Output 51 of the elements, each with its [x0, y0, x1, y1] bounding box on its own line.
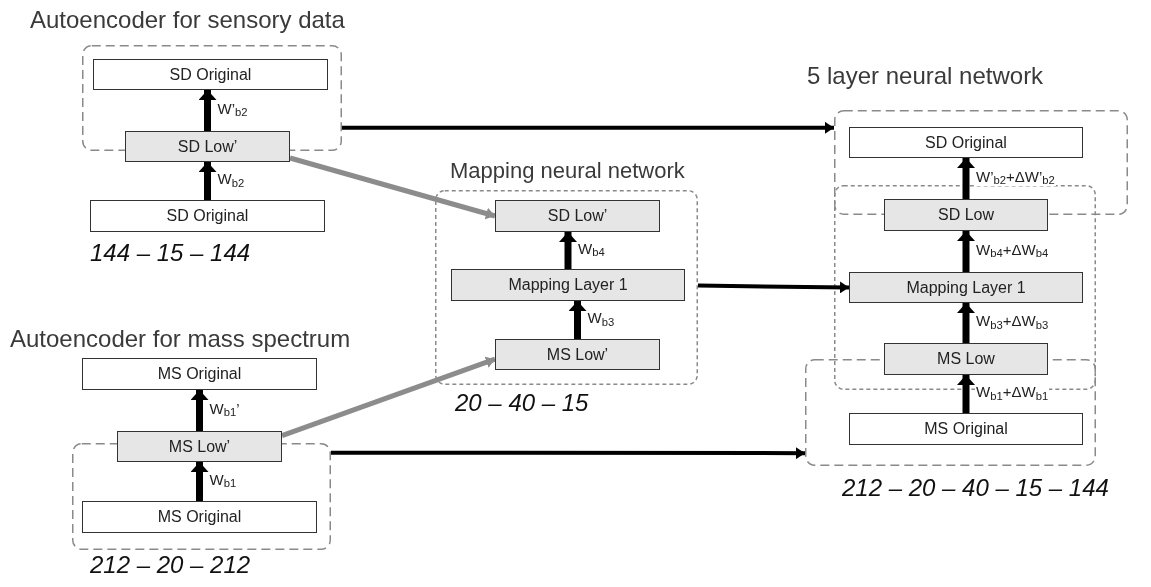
layer-box: [451, 269, 685, 301]
layer-sizes-label: 212 – 20 – 212: [90, 553, 251, 577]
arrow: [957, 231, 975, 272]
layer-box: [495, 339, 660, 370]
arrow: [697, 281, 850, 294]
arrow: [342, 121, 834, 134]
layer-name: MS Original: [924, 421, 1008, 437]
layer-box: [117, 431, 282, 462]
dashed-group-box: [82, 45, 342, 151]
layer-name: SD Original: [925, 134, 1007, 151]
arrow: [559, 232, 577, 269]
network-title: Autoencoder for mass spectrum: [10, 327, 351, 351]
arrow: [957, 158, 975, 199]
network-title: Mapping neural network: [450, 160, 685, 182]
layer-name: SD Original: [169, 66, 252, 83]
layer-name: MS Low’: [546, 346, 609, 363]
arrow: [281, 356, 496, 438]
layer-box: [849, 413, 1083, 445]
layer-name: MS Low: [937, 351, 995, 367]
arrow: [957, 375, 975, 413]
layer-name: Mapping Layer 1: [906, 279, 1026, 296]
arrow: [198, 162, 217, 200]
layer-box: [82, 358, 317, 390]
arrow: [957, 303, 975, 343]
arrow: [190, 462, 209, 501]
layer-box: [90, 200, 325, 232]
layer-name: MS Low’: [168, 438, 231, 455]
arrow: [190, 390, 209, 431]
layer-name: SD Low’: [177, 138, 238, 155]
dashed-group-box: [435, 190, 698, 385]
layer-name: SD Low’: [547, 208, 608, 224]
layer-sizes-label: 144 – 15 – 144: [90, 241, 251, 265]
layer-name: Mapping Layer 1: [508, 277, 628, 293]
layer-box: [495, 200, 660, 232]
layer-sizes-label: 20 – 40 – 15: [455, 391, 589, 415]
layer-box: [82, 501, 317, 533]
layer-name: MS Original: [157, 366, 242, 382]
layer-sizes-label: 212 – 20 – 40 – 15 – 144: [842, 476, 1109, 500]
layer-name: SD Original: [166, 208, 249, 224]
layer-box: [849, 127, 1083, 158]
layer-box: [125, 131, 290, 162]
arrow: [198, 90, 217, 131]
arrow: [568, 301, 587, 339]
layer-name: MS Original: [157, 509, 242, 525]
layer-box: [93, 59, 328, 90]
network-title: Autoencoder for sensory data: [30, 8, 345, 32]
arrow: [331, 447, 805, 460]
layer-box: [849, 272, 1083, 303]
arrow: [289, 155, 496, 220]
layer-name: SD Low: [938, 207, 994, 223]
network-title: 5 layer neural network: [807, 64, 1044, 88]
